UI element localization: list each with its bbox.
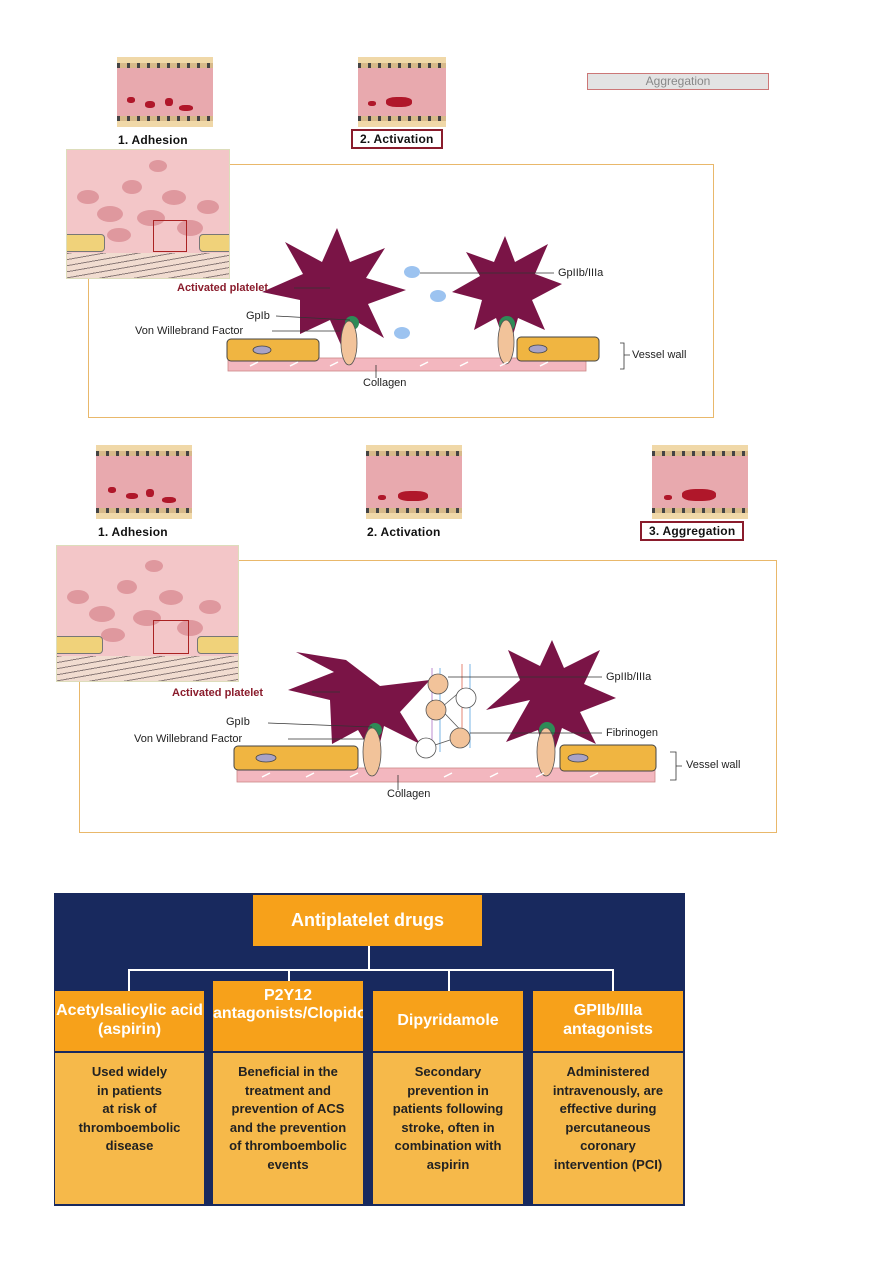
drug-title-p2y12: P2Y12 antagonists/Clopidogrel	[213, 981, 363, 1051]
drug-desc-p2y12: Beneficial in the treatment and preventi…	[213, 1053, 363, 1204]
top-endothelial-cell-right	[516, 336, 600, 362]
top-label-vwf: Von Willebrand Factor	[135, 325, 244, 337]
bottom-platelet-diagram	[233, 640, 682, 790]
drug-title-gpiib-iiia: GPIIb/IIIa antagonists	[533, 991, 683, 1051]
antiplatelet-panel: Antiplatelet drugs Acetylsalicylic acid …	[54, 893, 685, 1206]
top-vwf-left	[340, 320, 358, 366]
drug-title-dipyridamole: Dipyridamole	[373, 991, 523, 1051]
bottom-stage-aggregation-label: 3. Aggregation	[640, 521, 745, 541]
top-vwf-right	[497, 319, 515, 365]
top-label-vessel-wall: Vessel wall	[632, 349, 687, 361]
top-platelet-diagram	[226, 228, 630, 378]
bottom-stage-adhesion-label: 1. Adhesion	[98, 525, 168, 539]
bottom-label-gpib: GpIb	[226, 716, 250, 728]
top-platelet-right	[452, 236, 562, 352]
top-label-collagen: Collagen	[363, 377, 407, 389]
drug-desc-dipyridamole: Secondary prevention in patients followi…	[373, 1053, 523, 1204]
top-stage-activation-label: 2. Activation	[351, 129, 443, 149]
aggregation-tab[interactable]: Aggregation	[587, 73, 769, 90]
top-label-gpiib-iiia: GpIIb/IIIa	[558, 267, 604, 279]
top-endothelial-cell-left	[226, 338, 320, 362]
bottom-endothelial-cell-right	[559, 744, 657, 772]
bottom-stage-adhesion-thumb	[96, 445, 192, 519]
bottom-label-vwf: Von Willebrand Factor	[134, 733, 243, 745]
bottom-zoom-inset	[56, 545, 239, 682]
bottom-label-fibrinogen: Fibrinogen	[606, 727, 658, 739]
top-label-activated-platelet: Activated platelet	[177, 282, 269, 294]
top-stage-adhesion-thumb	[117, 57, 213, 127]
drug-title-aspirin: Acetylsalicylic acid (aspirin)	[55, 991, 204, 1051]
bottom-stage-activation-label: 2. Activation	[367, 525, 441, 539]
bottom-label-gpiib-iiia: GpIIb/IIIa	[606, 671, 652, 683]
bottom-endothelial-cell-left	[233, 745, 359, 771]
bottom-stage-aggregation-thumb	[652, 445, 748, 519]
bottom-platelet-left	[288, 652, 430, 760]
top-zoom-inset	[66, 149, 230, 279]
antiplatelet-root: Antiplatelet drugs	[253, 895, 482, 946]
bottom-label-vessel-wall: Vessel wall	[686, 759, 741, 771]
top-label-gpib: GpIb	[246, 310, 270, 322]
top-stage-activation-thumb	[358, 57, 446, 127]
bottom-stage-activation-thumb	[366, 445, 462, 519]
top-platelet-left	[262, 228, 406, 352]
drug-desc-gpiib-iiia: Administered intravenously, are effectiv…	[533, 1053, 683, 1204]
top-vessel-wall	[227, 357, 587, 372]
drug-desc-aspirin: Used widely in patients at risk of throm…	[55, 1053, 204, 1204]
bottom-label-activated-platelet: Activated platelet	[172, 687, 264, 699]
bottom-platelet-right	[486, 640, 616, 770]
top-stage-adhesion-label: 1. Adhesion	[118, 133, 188, 147]
bottom-label-collagen: Collagen	[387, 788, 431, 800]
bottom-vwf-left	[362, 727, 382, 777]
bottom-vwf-right	[536, 727, 556, 777]
